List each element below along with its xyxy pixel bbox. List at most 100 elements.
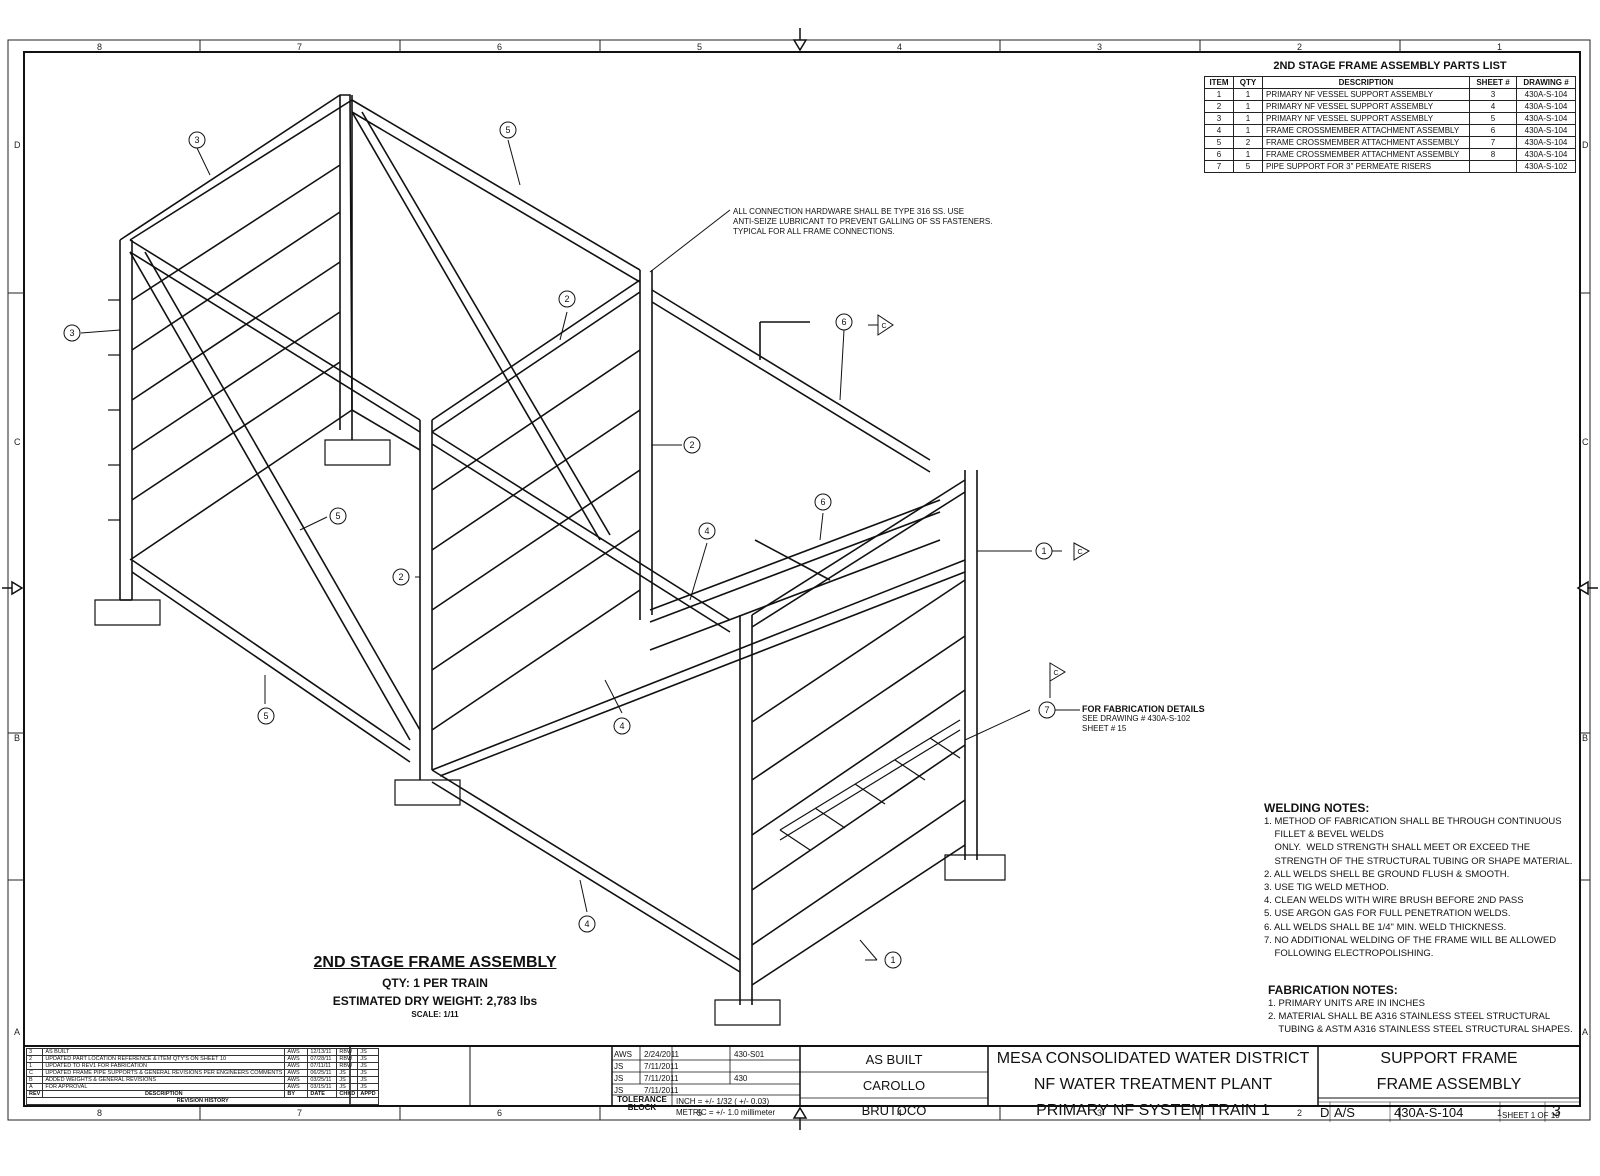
zone-top-7: 7 <box>297 42 303 52</box>
revision-cell: AWS <box>284 1062 309 1070</box>
revision-cell: 1 <box>25 1062 44 1070</box>
parts-list-cell: 5 <box>1469 112 1517 125</box>
parts-list-cell: PRIMARY NF VESSEL SUPPORT ASSEMBLY <box>1262 88 1470 101</box>
parts-list-cell: 8 <box>1469 148 1517 161</box>
welding-note-line: FOLLOWING ELECTROPOLISHING. <box>1264 948 1434 960</box>
inch-tolerance: INCH = +/- 1/32 ( +/- 0.03) <box>676 1097 770 1106</box>
revision-cell: RBW <box>336 1055 359 1063</box>
revision-cell: UPDATED PART LOCATION REFERENCE & ITEM Q… <box>42 1055 286 1063</box>
parts-list-cell: FRAME CROSSMEMBER ATTACHMENT ASSEMBLY <box>1262 124 1470 137</box>
revision-cell: JS <box>357 1062 380 1070</box>
parts-list-title: 2ND STAGE FRAME ASSEMBLY PARTS LIST <box>1273 60 1507 72</box>
tolerance-label: TOLERANCE BLOCK <box>617 1095 667 1112</box>
drawing-title-line-2: FRAME ASSEMBLY <box>1376 1076 1522 1093</box>
zone-bottom-5: 5 <box>697 1108 703 1118</box>
parts-list-cell: 430A-S-104 <box>1516 100 1576 113</box>
parts-list: 2ND STAGE FRAME ASSEMBLY PARTS LIST ITEM… <box>1204 58 1576 173</box>
hardware-note-line: ALL CONNECTION HARDWARE SHALL BE TYPE 31… <box>733 207 965 216</box>
header-sheet: SHEET # <box>1469 76 1517 89</box>
revision-cell: AWS <box>284 1076 309 1084</box>
parts-list-cell: 5 <box>1204 136 1234 149</box>
parts-list-cell: PIPE SUPPORT FOR 3" PERMEATE RISERS <box>1262 160 1470 173</box>
parts-list-cell: 430A-S-104 <box>1516 148 1576 161</box>
revision-cell: 07/11/11 <box>307 1062 338 1070</box>
zone-bottom-8: 8 <box>97 1108 103 1118</box>
header-qty: QTY <box>1233 76 1263 89</box>
fabrication-notes-title: FABRICATION NOTES: <box>1268 983 1398 997</box>
revision-header: REV DESCRIPTION BY DATE CHKD APPD <box>25 1090 380 1098</box>
rev-header-description: DESCRIPTION <box>42 1090 286 1098</box>
zone-left-A: A <box>14 1027 21 1037</box>
zone-top-6: 6 <box>497 42 503 52</box>
center-marks <box>2 28 1598 1130</box>
zone-right-C: C <box>1582 437 1589 447</box>
parts-list-cell: PRIMARY NF VESSEL SUPPORT ASSEMBLY <box>1262 100 1470 113</box>
callout-leaders <box>80 139 1080 961</box>
parts-list-cell: 5 <box>1233 160 1263 173</box>
revision-cell: JS <box>336 1076 359 1084</box>
assembly-weight: ESTIMATED DRY WEIGHT: 2,783 lbs <box>332 994 538 1008</box>
assembly-title-block: 2ND STAGE FRAME ASSEMBLY QTY: 1 PER TRAI… <box>300 954 570 1019</box>
parts-list-cell: 1 <box>1233 100 1263 113</box>
drawn-initials: AWS <box>614 1050 632 1059</box>
zone-bottom-2: 2 <box>1297 1108 1303 1118</box>
revision-cell: 06/25/11 <box>307 1069 338 1077</box>
job-number: 430-S01 <box>734 1050 765 1059</box>
revision-cell: JS <box>357 1076 380 1084</box>
revision-cell: AWS <box>284 1048 309 1056</box>
parts-list-cell: 4 <box>1204 124 1234 137</box>
revision-cell: JS <box>336 1069 359 1077</box>
parts-list-cell: FRAME CROSSMEMBER ATTACHMENT ASSEMBLY <box>1262 136 1470 149</box>
zone-top-2: 2 <box>1297 42 1303 52</box>
zone-top-8: 8 <box>97 42 103 52</box>
fabrication-notes: FABRICATION NOTES: 1. PRIMARY UNITS ARE … <box>1268 983 1573 1037</box>
inner-border <box>23 51 1581 1107</box>
revision-cell: FOR APPROVAL <box>42 1083 286 1091</box>
zone-bottom-1: 1 <box>1497 1108 1503 1118</box>
parts-list-cell: 3 <box>1204 112 1234 125</box>
revision-cell: JS <box>357 1048 380 1056</box>
zone-top-5: 5 <box>697 42 703 52</box>
hardware-note-line: TYPICAL FOR ALL FRAME CONNECTIONS. <box>733 227 895 236</box>
revision-history-label: REVISION HISTORY <box>25 1097 380 1105</box>
parts-list-cell: 430A-S-102 <box>1516 160 1576 173</box>
parts-list-cell: 6 <box>1204 148 1234 161</box>
parts-list-cell: PRIMARY NF VESSEL SUPPORT ASSEMBLY <box>1262 112 1470 125</box>
welding-note-line: STRENGTH OF THE STRUCTURAL TUBING OR SHA… <box>1264 855 1573 867</box>
header-drawing: DRAWING # <box>1516 76 1576 89</box>
revision-cell: JS <box>357 1083 380 1091</box>
assembly-scale: SCALE: 1/11 <box>411 1010 459 1019</box>
fabrication-note-line: 1. PRIMARY UNITS ARE IN INCHES <box>1268 998 1425 1009</box>
parts-list-cell: 6 <box>1469 124 1517 137</box>
revision-cell: ADDED WEIGHTS & GENERAL REVISIONS <box>42 1076 286 1084</box>
parts-list-cell: 2 <box>1204 100 1234 113</box>
revision-number: 3 <box>1552 1103 1561 1120</box>
metric-tolerance: METRIC = +/- 1.0 millimeter <box>676 1108 776 1117</box>
revision-cell: B <box>25 1076 44 1084</box>
date-eng: 7/11/2011 <box>644 1074 679 1083</box>
parts-list-cell: 4 <box>1469 100 1517 113</box>
revision-cell: UPDATED TO REV1 FOR FABRICATION <box>42 1062 286 1070</box>
rev-header-rev: REV <box>25 1090 44 1098</box>
header-item: ITEM <box>1204 76 1234 89</box>
welding-note-line: 4. CLEAN WELDS WITH WIRE BRUSH BEFORE 2N… <box>1264 895 1524 907</box>
rev-header-by: BY <box>284 1090 309 1098</box>
hardware-note-line: ANTI-SEIZE LUBRICANT TO PREVENT GALLING … <box>733 217 993 226</box>
zone-ticks <box>8 40 1590 1120</box>
welding-notes-lines: 1. METHOD OF FABRICATION SHALL BE THROUG… <box>1264 815 1572 960</box>
project-line-3: PRIMARY NF SYSTEM TRAIN 1 <box>1036 1102 1270 1119</box>
parts-list-cell: 1 <box>1233 88 1263 101</box>
revision-cell: AWS <box>284 1069 309 1077</box>
zone-bottom-3: 3 <box>1097 1108 1103 1118</box>
